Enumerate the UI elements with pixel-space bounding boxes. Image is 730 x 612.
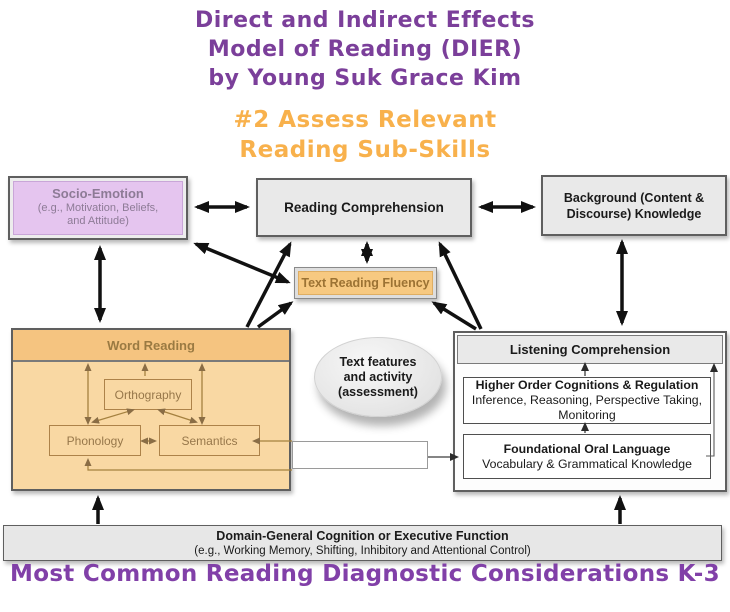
domain-general-box: Domain-General Cognition or Executive Fu… — [3, 525, 722, 561]
word-reading-header: Word Reading — [13, 330, 289, 362]
page-subtitle-line1: #2 Assess Relevant — [233, 107, 497, 133]
socio-emotion-subtitle: (e.g., Motivation, Beliefs, and Attitude… — [37, 202, 159, 227]
foundational-body: Vocabulary & Grammatical Knowledge — [482, 456, 692, 471]
reading-comprehension-box: Reading Comprehension — [256, 178, 472, 237]
footer-caption: Most Common Reading Diagnostic Considera… — [0, 561, 730, 587]
socio-emotion-box: Socio-Emotion (e.g., Motivation, Beliefs… — [8, 176, 188, 240]
page-title: Direct and Indirect Effects Model of Rea… — [0, 6, 730, 93]
phonology-box: Phonology — [49, 425, 141, 456]
background-knowledge-label: Background (Content & Discourse) Knowled… — [563, 190, 705, 221]
arrow-wordreading-readingcomp — [245, 241, 292, 328]
orthography-label: Orthography — [114, 387, 182, 402]
text-features-label: Text features and activity (assessment) — [338, 354, 418, 399]
background-knowledge-box: Background (Content & Discourse) Knowled… — [541, 175, 727, 236]
semantics-label: Semantics — [181, 433, 238, 448]
arrow-listening-fluency — [431, 301, 477, 331]
foundational-oral-language-box: Foundational Oral Language Vocabulary & … — [463, 434, 711, 479]
text-reading-fluency-label: Text Reading Fluency — [301, 276, 430, 290]
word-reading-box: Word Reading Orthography Phonology Seman… — [11, 328, 291, 491]
listening-comprehension-title: Listening Comprehension — [509, 342, 671, 357]
arrow-listening-readingcomp — [438, 241, 483, 330]
listening-comprehension-header: Listening Comprehension — [457, 335, 723, 364]
listening-comprehension-box: Listening Comprehension Higher Order Cog… — [453, 331, 727, 492]
page-title-line3: by Young Suk Grace Kim — [208, 66, 522, 91]
foundational-title: Foundational Oral Language — [503, 441, 671, 456]
footer-caption-text: Most Common Reading Diagnostic Considera… — [10, 561, 720, 587]
page-title-line1: Direct and Indirect Effects — [194, 8, 536, 33]
socio-emotion-inner: Socio-Emotion (e.g., Motivation, Beliefs… — [13, 181, 183, 235]
semantics-box: Semantics — [159, 425, 260, 456]
higher-order-body: Inference, Reasoning, Perspective Taking… — [471, 393, 703, 422]
arrow-wordreading-fluency — [256, 301, 294, 329]
phonology-label: Phonology — [66, 433, 124, 448]
domain-general-title: Domain-General Cognition or Executive Fu… — [216, 528, 509, 543]
text-reading-fluency-inner: Text Reading Fluency — [298, 271, 433, 295]
page-title-line2: Model of Reading (DIER) — [207, 37, 523, 62]
word-reading-title: Word Reading — [107, 337, 195, 353]
domain-general-subtitle: (e.g., Working Memory, Shifting, Inhibit… — [194, 544, 531, 557]
connector-junction-rect — [292, 441, 428, 469]
arrow-socioemotion-fluency — [193, 242, 291, 284]
orthography-box: Orthography — [104, 379, 192, 410]
page-subtitle-line2: Reading Sub-Skills — [239, 137, 491, 163]
text-features-ellipse: Text features and activity (assessment) — [314, 337, 442, 417]
higher-order-title: Higher Order Cognitions & Regulation — [475, 378, 699, 392]
page-subtitle: #2 Assess Relevant Reading Sub-Skills — [0, 105, 730, 165]
reading-comprehension-label: Reading Comprehension — [284, 200, 444, 215]
higher-order-box: Higher Order Cognitions & Regulation Inf… — [463, 377, 711, 424]
text-reading-fluency-box: Text Reading Fluency — [294, 267, 437, 299]
socio-emotion-title: Socio-Emotion — [52, 186, 144, 201]
